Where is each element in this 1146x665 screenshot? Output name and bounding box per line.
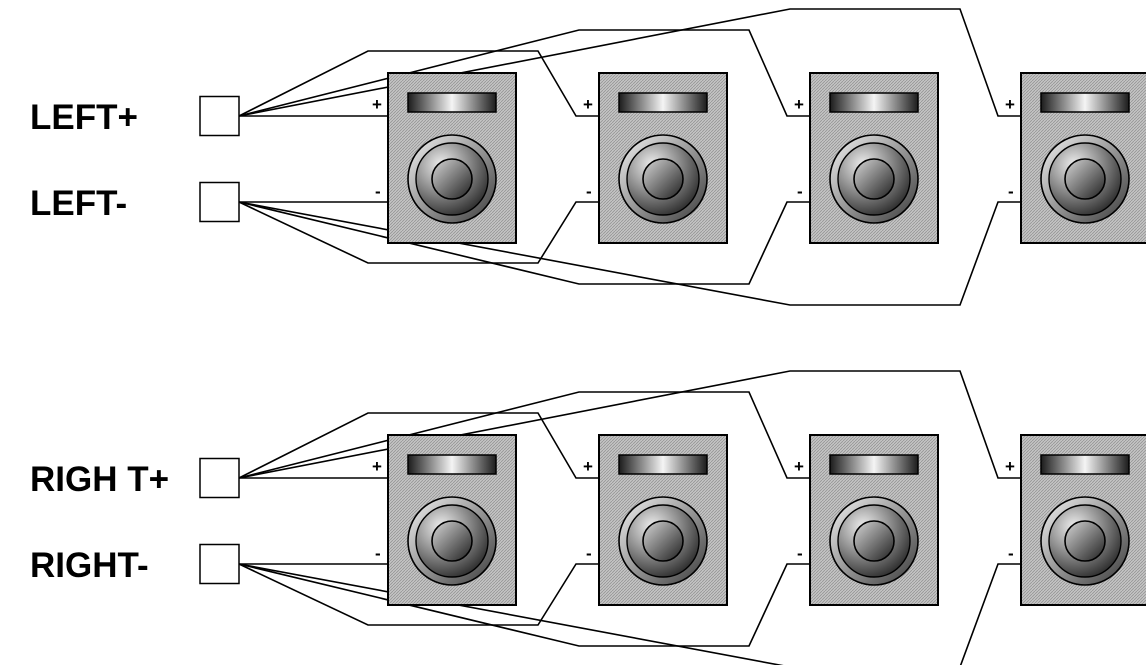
plus-wire (238, 391, 810, 479)
right-minus-label: RIGHT- (30, 546, 149, 585)
right-minus-terminal (199, 543, 240, 585)
tweeter (1040, 92, 1130, 113)
minus-sign: - (797, 544, 803, 563)
speaker-icon: +- (1005, 72, 1146, 244)
plus-sign: + (1005, 457, 1015, 476)
plus-wire (238, 8, 1021, 117)
right-wires (238, 370, 1021, 665)
plus-wire (238, 50, 599, 117)
tweeter (407, 92, 497, 113)
minus-sign: - (586, 182, 592, 201)
left-minus-terminal (199, 181, 240, 223)
plus-sign: + (794, 95, 804, 114)
plus-wire (238, 370, 1021, 479)
tweeter (618, 92, 708, 113)
speaker-icon: +- (372, 72, 517, 244)
plus-wire (238, 412, 599, 479)
plus-wire (238, 29, 810, 117)
tweeter (829, 92, 919, 113)
right-plus-terminal (199, 457, 240, 499)
left-wires (238, 8, 1021, 306)
minus-sign: - (1008, 182, 1014, 201)
minus-wire (238, 563, 599, 626)
tweeter (618, 454, 708, 475)
right-plus-label: RIGH T+ (30, 460, 169, 499)
tweeter (407, 454, 497, 475)
minus-sign: - (797, 182, 803, 201)
minus-wire (238, 201, 599, 264)
plus-sign: + (794, 457, 804, 476)
plus-sign: + (1005, 95, 1015, 114)
left-plus-terminal (199, 95, 240, 137)
minus-wire (238, 563, 1021, 665)
speaker-icon: +- (583, 434, 728, 606)
plus-sign: + (372, 95, 382, 114)
speaker-group-right: RIGH T+RIGHT-+-+-+-+- (30, 370, 1146, 665)
minus-sign: - (586, 544, 592, 563)
tweeter (829, 454, 919, 475)
speaker-icon: +- (794, 434, 939, 606)
minus-sign: - (375, 544, 381, 563)
plus-sign: + (583, 457, 593, 476)
speaker-group-left: LEFT+LEFT-+-+-+-+- (30, 8, 1146, 306)
speaker-icon: +- (1005, 434, 1146, 606)
minus-wire (238, 563, 810, 647)
left-minus-label: LEFT- (30, 184, 127, 223)
left-plus-label: LEFT+ (30, 98, 138, 137)
speaker-icon: +- (794, 72, 939, 244)
minus-wire (238, 201, 810, 285)
plus-sign: + (583, 95, 593, 114)
tweeter (1040, 454, 1130, 475)
speaker-icon: +- (372, 434, 517, 606)
minus-sign: - (1008, 544, 1014, 563)
minus-sign: - (375, 182, 381, 201)
speaker-icon: +- (583, 72, 728, 244)
plus-sign: + (372, 457, 382, 476)
minus-wire (238, 201, 1021, 306)
